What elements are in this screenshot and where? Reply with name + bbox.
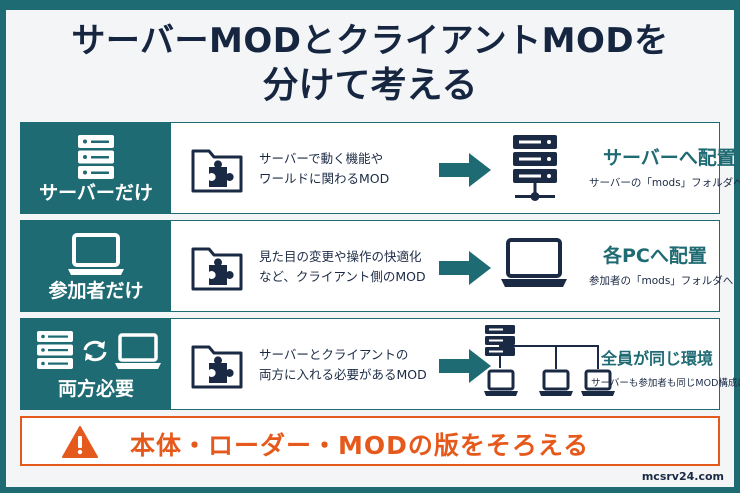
desc-line-1: サーバーとクライアントの: [259, 347, 409, 362]
destination-title: サーバーへ配置: [603, 147, 736, 169]
row-header: 参加者だけ: [21, 221, 171, 311]
desc-line-2: 両方に入れる必要があるMOD: [259, 367, 427, 382]
folder-puzzle-icon: [191, 149, 243, 193]
destination-title: 各PCへ配置: [603, 245, 707, 267]
warning-icon: [62, 426, 98, 458]
destination-subtitle: サーバーの「mods」フォルダへ: [589, 177, 740, 189]
arrow-right-icon: [439, 251, 491, 285]
laptop-icon: [115, 333, 161, 369]
row-both-required: 両方必要 サーバーとクライアントの 両方に入れる必要があるMOD 全員が同じ環境…: [20, 318, 740, 410]
warning-banner: 本体・ローダー・MODの版をそろえる: [20, 416, 720, 466]
folder-puzzle-icon: [191, 247, 243, 291]
row-server-only: サーバーだけ サーバーで動く機能や ワールドに関わるMOD サーバーへ配置 サー…: [20, 122, 740, 214]
row-participants-only: 参加者だけ 見た目の変更や操作の快適化 など、クライアント側のMOD 各PCへ配…: [20, 220, 733, 312]
destination-title: 全員が同じ環境: [601, 349, 714, 368]
site-url: mcsrv24.com: [641, 470, 724, 483]
title-line-1: サーバーMODとクライアントMODを: [71, 21, 669, 61]
destination-subtitle: サーバーも参加者も同じMOD構成に: [591, 378, 740, 389]
warning-message: 本体・ローダー・MODの版をそろえる: [130, 431, 590, 460]
server-network-icon: [484, 325, 615, 396]
laptop-icon: [501, 238, 567, 287]
row-header: サーバーだけ: [21, 123, 171, 213]
row-description: サーバーとクライアントの 両方に入れる必要があるMOD: [259, 345, 434, 385]
row-description: サーバーで動く機能や ワールドに関わるMOD: [259, 149, 434, 189]
folder-puzzle-icon: [191, 345, 243, 389]
row-label: 両方必要: [57, 378, 134, 400]
row-header: 両方必要: [21, 319, 171, 409]
sync-icon: [83, 340, 107, 362]
page-title: サーバーMODとクライアントMODを 分けて考える: [0, 21, 740, 107]
desc-line-1: サーバーで動く機能や: [259, 151, 384, 166]
desc-line-1: 見た目の変更や操作の快適化: [259, 249, 422, 264]
row-label: 参加者だけ: [48, 280, 144, 302]
arrow-right-icon: [439, 349, 491, 383]
server-network-icon: [513, 135, 557, 201]
server-icon: [37, 331, 73, 369]
destination-subtitle: 参加者の「mods」フォルダへ: [589, 275, 734, 287]
arrow-right-icon: [439, 153, 491, 187]
server-icon: [78, 135, 114, 179]
laptop-icon: [68, 233, 124, 275]
title-line-2: 分けて考える: [262, 65, 478, 107]
row-label: サーバーだけ: [39, 182, 153, 204]
desc-line-2: など、クライアント側のMOD: [259, 269, 426, 284]
desc-line-2: ワールドに関わるMOD: [259, 171, 390, 186]
row-description: 見た目の変更や操作の快適化 など、クライアント側のMOD: [259, 247, 434, 287]
